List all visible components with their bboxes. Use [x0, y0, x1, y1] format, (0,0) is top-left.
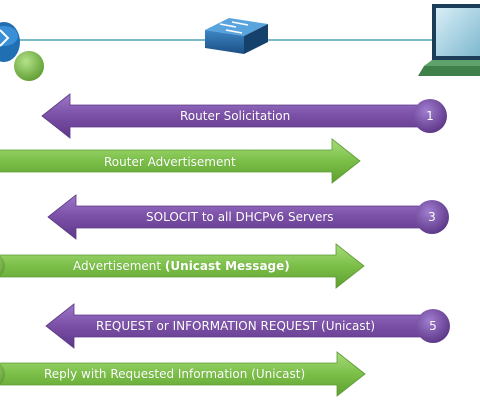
request-arrow-3 — [47, 194, 449, 240]
step-circle-1 — [413, 99, 447, 133]
step-number-1: 1 — [426, 109, 434, 123]
advertisement-unicast-text: (Unicast Message) — [164, 259, 290, 273]
message-label-router-advertisement: Router Advertisement — [104, 155, 236, 169]
step-number-3: 3 — [428, 210, 436, 224]
laptop-icon — [418, 4, 480, 76]
switch-icon — [205, 18, 268, 54]
message-label-reply: Reply with Requested Information (Unicas… — [44, 367, 306, 381]
step-circle-3 — [415, 200, 449, 234]
step-circle-cut — [0, 255, 5, 277]
message-label-solicit: SOLOCIT to all DHCPv6 Servers — [146, 210, 334, 224]
host-node-icon — [14, 51, 44, 81]
advertisement-text: Advertisement — [73, 259, 162, 273]
router-icon — [0, 22, 20, 62]
response-arrow-2 — [0, 138, 361, 184]
message-label-request: REQUEST or INFORMATION REQUEST (Unicast) — [96, 319, 376, 333]
step-circle-5 — [416, 309, 450, 343]
request-arrow-5 — [45, 303, 450, 349]
step-number-5: 5 — [429, 319, 437, 333]
response-arrow-6 — [0, 351, 366, 397]
request-arrow-1 — [41, 93, 447, 139]
response-arrow-4 — [0, 243, 365, 289]
step-circle-cut — [0, 363, 5, 385]
message-label-router-solicitation: Router Solicitation — [180, 109, 291, 123]
message-label-advertisement: Advertisement (Unicast Message) — [73, 258, 290, 274]
